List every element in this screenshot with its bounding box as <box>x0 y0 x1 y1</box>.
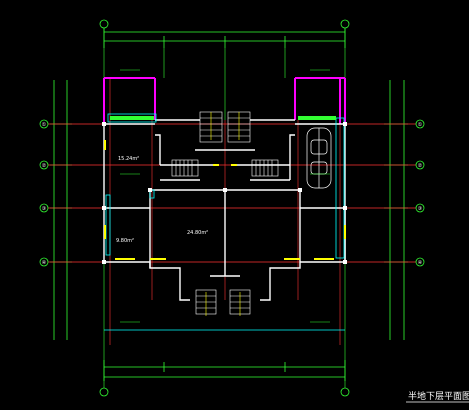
stair-middle <box>171 159 279 177</box>
window-band-top <box>110 116 336 120</box>
room-area-center: 24.80m² <box>187 230 208 236</box>
axis-label-left-2: ② <box>42 163 47 169</box>
interior-walls <box>103 119 346 301</box>
columns <box>102 122 347 264</box>
axis-label-right-4: ④ <box>418 260 423 266</box>
windows <box>104 140 346 260</box>
room-area-left-top: 15.24m² <box>118 156 139 162</box>
axis-label-left-4: ④ <box>42 260 47 266</box>
stair-arrows <box>205 112 241 316</box>
room-area-left-small: 9.80m² <box>116 238 134 244</box>
axis-bubbles-right <box>415 119 425 267</box>
axis-label-left-1: ① <box>42 122 47 128</box>
axis-label-right-1: ① <box>418 122 423 128</box>
car-icon <box>306 127 332 189</box>
exterior-walls <box>103 77 346 124</box>
axis-bubbles-top <box>99 19 350 397</box>
drawing-title: 半地下层平面图 <box>408 390 469 402</box>
level-markers <box>120 69 330 323</box>
axis-label-left-3: ③ <box>42 206 46 212</box>
axis-label-right-2: ② <box>418 163 423 169</box>
axis-bubbles-left <box>39 119 49 267</box>
axis-label-right-3: ③ <box>418 206 422 212</box>
